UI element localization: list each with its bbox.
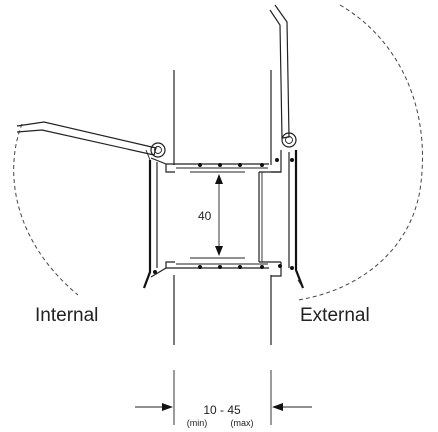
range-min-label: (min) [187,418,208,428]
external-hinge [281,132,297,148]
range-max-label: (max) [231,418,254,428]
external-swing-arc [297,4,423,301]
internal-frame [142,149,269,289]
wall-top [173,70,272,165]
external-frame [271,150,305,289]
gap-dimension [190,171,245,259]
external-door-leaf [269,4,290,139]
range-dimension [135,370,312,425]
internal-swing-arc [13,123,79,296]
external-label: External [300,305,370,326]
internal-label: Internal [35,305,98,326]
internal-hinge [150,142,166,158]
seal-bottom-band [176,158,294,270]
gap-height-label: 40 [198,209,212,223]
seal-top-band [153,158,279,274]
internal-door-leaf [16,121,157,156]
range-label: 10 - 45 [203,403,241,417]
threshold-box [258,171,281,263]
wall-bottom [173,275,272,345]
